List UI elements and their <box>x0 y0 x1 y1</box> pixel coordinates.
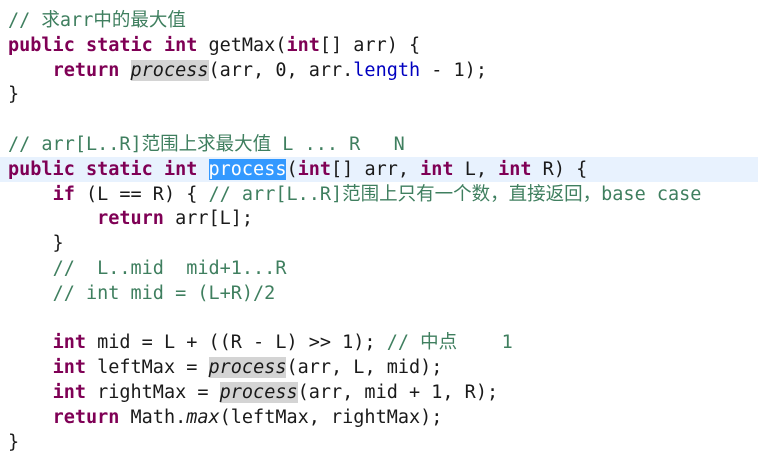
static-method-call: max <box>186 406 220 428</box>
comment: // int mid = (L+R)/2 <box>52 282 276 304</box>
keyword: int <box>286 34 320 56</box>
code-text: } <box>8 233 64 255</box>
keyword: int <box>52 382 86 403</box>
code-line[interactable]: } <box>8 231 64 256</box>
code-text <box>8 357 53 378</box>
code-text: ( <box>286 158 298 180</box>
code-text <box>8 184 53 205</box>
selected-identifier: process <box>208 158 287 180</box>
code-line[interactable]: int rightMax = process(arr, mid + 1, R); <box>8 380 498 405</box>
code-text <box>8 283 53 304</box>
code-line[interactable]: int leftMax = process(arr, L, mid); <box>8 355 442 380</box>
code-text: R) { <box>531 158 588 180</box>
code-line[interactable]: public static int getMax(int[] arr) { <box>8 33 420 58</box>
code-line[interactable]: return process(arr, 0, arr.length - 1); <box>8 58 487 83</box>
keyword: public <box>8 34 75 56</box>
keyword: int <box>52 357 86 379</box>
code-line[interactable]: return Math.max(leftMax, rightMax); <box>8 405 443 430</box>
code-line[interactable]: // L..mid mid+1...R <box>8 256 287 281</box>
occurrence-highlight: process <box>208 357 287 379</box>
code-text: Math. <box>119 406 187 428</box>
current-line-highlight <box>0 156 758 182</box>
keyword: int <box>297 158 332 180</box>
comment: // 求arr中的最大值 <box>8 10 186 31</box>
code-line[interactable]: if (L == R) { // arr[L..R]范围上只有一个数，直接返回，… <box>8 182 702 207</box>
comment: // arr[L..R]范围上只有一个数，直接返回，base case <box>208 183 702 205</box>
code-line[interactable]: } <box>8 430 19 455</box>
code-line[interactable]: // int mid = (L+R)/2 <box>8 281 276 306</box>
code-text: (L == R) { <box>74 183 209 205</box>
keyword: return <box>52 406 120 428</box>
code-text <box>153 159 164 180</box>
code-text: (arr, 0, arr. <box>208 59 354 81</box>
occurrence-highlight: process <box>130 59 209 81</box>
field-name: length <box>353 59 421 81</box>
code-text: mid = L + ((R - L) >> 1); <box>85 332 387 354</box>
code-text: } <box>8 84 20 106</box>
code-text: getMax( <box>197 34 287 56</box>
code-text: rightMax = <box>85 382 220 403</box>
keyword: if <box>52 183 75 205</box>
keyword: int <box>498 158 532 180</box>
keyword: static <box>85 34 153 56</box>
code-text <box>8 407 53 428</box>
code-line[interactable]: // arr[L..R]范围上求最大值 L ... R N <box>8 132 405 157</box>
code-text: (leftMax, rightMax); <box>219 406 443 428</box>
keyword: return <box>97 208 164 230</box>
keyword: int <box>163 34 198 56</box>
keyword: public <box>8 158 75 180</box>
keyword: int <box>52 332 86 354</box>
code-line[interactable]: public static int process(int[] arr, int… <box>8 157 587 182</box>
code-text <box>8 258 53 279</box>
code-text: [] arr, <box>331 158 421 180</box>
code-text <box>153 35 164 56</box>
code-line[interactable]: // 求arr中的最大值 <box>8 8 186 33</box>
keyword: return <box>52 59 120 81</box>
code-text <box>75 159 86 180</box>
comment: // 中点 1 <box>386 332 513 354</box>
keyword: int <box>420 158 454 180</box>
code-text <box>197 159 208 180</box>
code-text <box>8 60 53 81</box>
comment: // arr[L..R]范围上求最大值 L ... R N <box>8 134 405 155</box>
keyword: int <box>163 158 198 180</box>
code-text: leftMax = <box>85 357 209 379</box>
code-text <box>119 60 130 81</box>
code-text: (arr, mid + 1, R); <box>297 382 499 403</box>
code-line[interactable]: } <box>8 82 19 107</box>
code-text <box>75 35 86 56</box>
code-text: - 1); <box>420 59 487 81</box>
code-text: [] arr) { <box>319 34 421 56</box>
code-line[interactable]: return arr[L]; <box>8 206 253 231</box>
keyword: static <box>85 158 153 180</box>
code-text <box>8 382 53 403</box>
code-text: } <box>8 431 20 453</box>
code-text <box>8 208 97 229</box>
comment: // L..mid mid+1...R <box>52 258 287 279</box>
code-line[interactable]: int mid = L + ((R - L) >> 1); // 中点 1 <box>8 330 513 355</box>
code-text: L, <box>453 158 499 180</box>
code-text: (arr, L, mid); <box>286 357 443 379</box>
code-text <box>8 332 53 353</box>
occurrence-highlight: process <box>219 382 298 403</box>
code-text: arr[L]; <box>163 208 254 230</box>
